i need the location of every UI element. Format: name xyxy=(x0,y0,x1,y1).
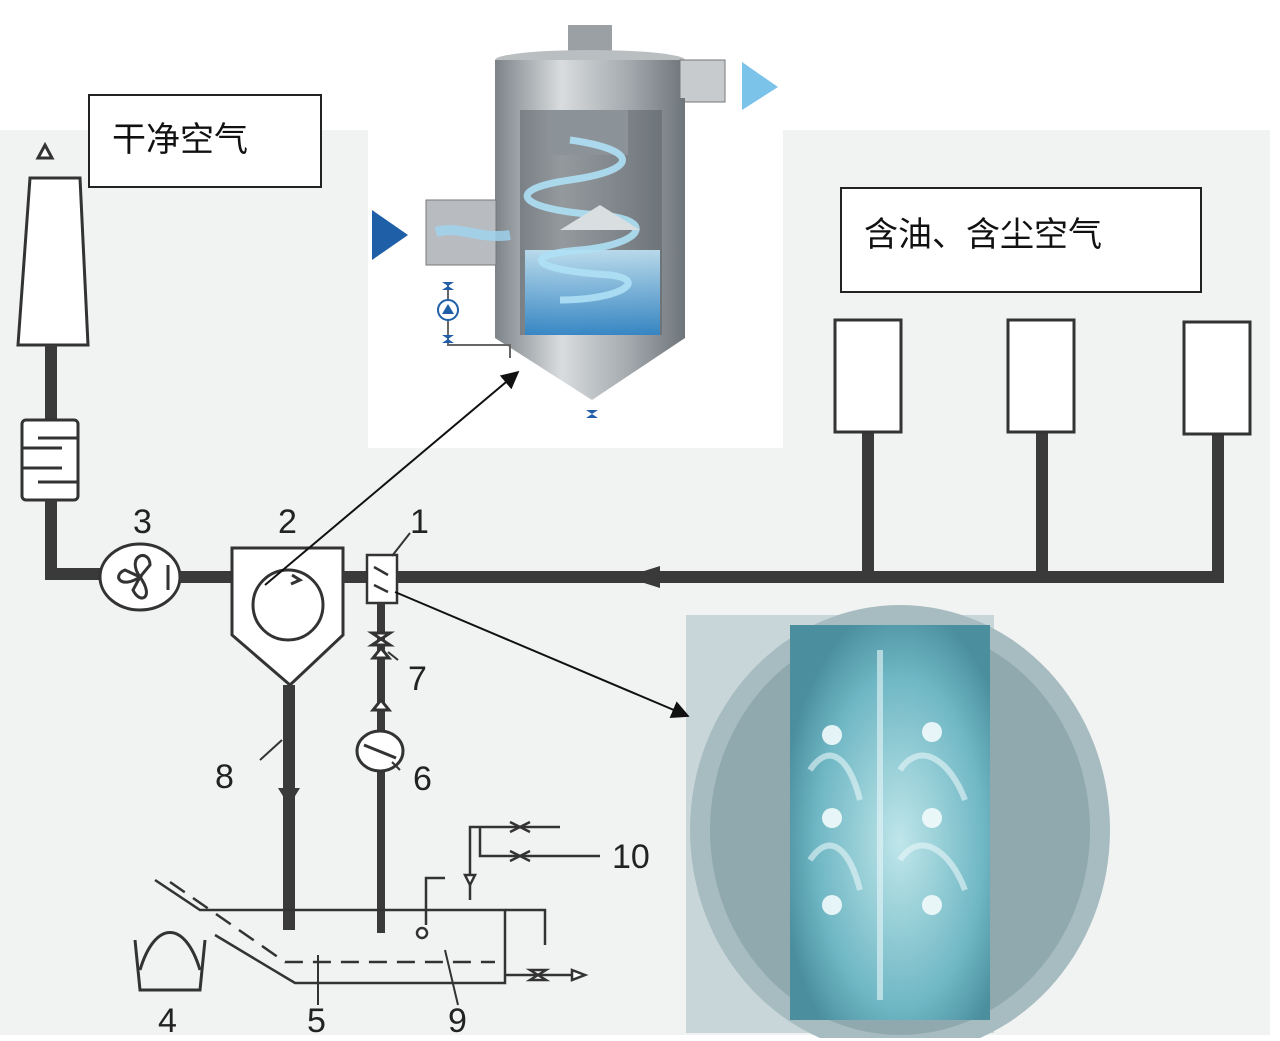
flow-arrow-icon xyxy=(625,566,660,588)
pipe-fan-to-separator xyxy=(180,571,235,583)
main-inlet-duct xyxy=(397,571,1224,583)
component-number-7: 7 xyxy=(408,660,427,698)
component-number-9: 9 xyxy=(448,1002,467,1040)
component-number-2: 2 xyxy=(278,503,297,541)
pointer-to-cyclone xyxy=(264,370,520,586)
component-number-6: 6 xyxy=(413,760,432,798)
clean-air-label-box: 干净空气 xyxy=(88,94,322,188)
extraction-hoods xyxy=(833,318,1252,436)
inlet-arrow-icon xyxy=(372,210,408,260)
cyclone-separator-2 xyxy=(230,546,345,688)
component-number-8: 8 xyxy=(215,758,234,796)
nozzle-photo-panel xyxy=(686,605,1110,1038)
oily-dusty-air-label-box: 含油、含尘空气 xyxy=(840,187,1202,293)
fan-3 xyxy=(98,542,182,612)
component-number-1: 1 xyxy=(410,503,429,541)
spray-nozzle-1 xyxy=(365,553,399,605)
exhaust-stack xyxy=(16,141,105,580)
leader-lines xyxy=(259,532,459,1006)
pointer-to-nozzle-photo xyxy=(394,591,690,718)
drain-arrow-icon xyxy=(278,788,300,806)
settling-tank-5 xyxy=(154,820,600,985)
oily-dusty-air-label: 含油、含尘空气 xyxy=(864,215,1102,255)
clean-air-label: 干净空气 xyxy=(112,120,248,160)
water-supply-line xyxy=(355,603,405,933)
component-number-4: 4 xyxy=(158,1002,177,1040)
drain-pipe-8 xyxy=(283,685,295,930)
inlet-branches xyxy=(862,432,1224,583)
cyclone-vessel-illustration xyxy=(425,25,726,418)
component-number-5: 5 xyxy=(307,1002,326,1040)
pipe-separator-to-nozzle xyxy=(343,571,368,583)
sludge-container-4 xyxy=(133,931,207,992)
component-number-3: 3 xyxy=(133,503,152,541)
outlet-arrow-icon xyxy=(742,62,778,110)
component-number-10: 10 xyxy=(612,838,650,876)
